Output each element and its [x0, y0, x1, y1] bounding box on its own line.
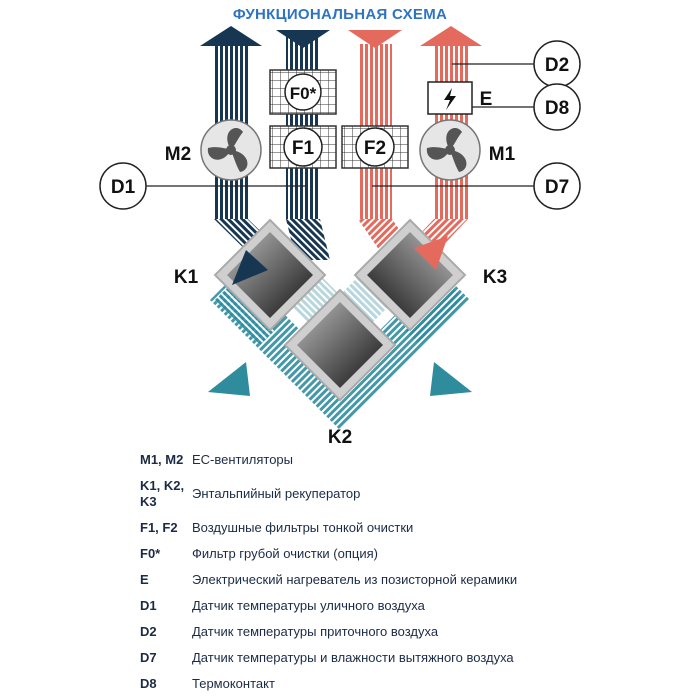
- legend-desc: Энтальпийный рекуператор: [192, 486, 361, 501]
- e-label: E: [480, 89, 493, 110]
- teal-arrow-right-icon: [430, 362, 472, 396]
- legend-desc: Термоконтакт: [192, 676, 275, 691]
- d2-label: D2: [545, 55, 569, 76]
- legend-row: D7 Датчик температуры и влажности вытяжно…: [140, 650, 680, 676]
- functional-diagram: ФУНКЦИОНАЛЬНАЯ СХЕМА: [99, 6, 581, 448]
- sensor-d1: D1: [99, 162, 147, 210]
- legend-desc: ЕС-вентиляторы: [192, 452, 294, 467]
- k3-arrow-icon: [414, 236, 448, 270]
- d8-label: D8: [545, 98, 569, 119]
- fan-m2: [200, 119, 262, 181]
- fan-icon: [426, 128, 467, 172]
- f2-label: F2: [364, 138, 386, 159]
- legend-code: F1, F2: [140, 520, 178, 535]
- legend-code: E: [140, 572, 149, 587]
- legend-row: D2 Датчик температуры приточного воздуха: [140, 624, 680, 650]
- legend-desc: Датчик температуры и влажности вытяжного…: [192, 650, 514, 665]
- sensor-d2: D2: [533, 40, 581, 88]
- sensor-d7: D7: [533, 162, 581, 210]
- legend-desc: Электрический нагреватель из позисторной…: [192, 572, 518, 587]
- legend-desc: Датчик температуры приточного воздуха: [192, 624, 439, 639]
- legend-code: D8: [140, 676, 157, 691]
- legend-code: D1: [140, 598, 157, 613]
- heat-exchanger-k3: [353, 218, 467, 332]
- heat-exchanger-k1: [213, 218, 327, 332]
- k1-label: K1: [174, 267, 199, 288]
- legend-row: F1, F2 Воздушные фильтры тонкой очистки: [140, 520, 680, 546]
- k3-label: K3: [483, 267, 507, 288]
- heater-e: [427, 81, 473, 115]
- legend-row: D8 Термоконтакт: [140, 676, 680, 700]
- heat-exchanger-k2: [283, 288, 397, 402]
- fan-icon: [207, 128, 248, 172]
- m2-label: M2: [165, 144, 191, 165]
- legend-code: F0*: [140, 546, 161, 561]
- heater-bolt-icon: [444, 88, 456, 110]
- f0-label: F0*: [290, 84, 317, 103]
- diagram-title: ФУНКЦИОНАЛЬНАЯ СХЕМА: [233, 6, 447, 23]
- legend-row: F0* Фильтр грубой очистки (опция): [140, 546, 680, 572]
- legend-code: D2: [140, 624, 157, 639]
- legend-code: K1, K2, K3: [140, 478, 185, 509]
- f1-label: F1: [292, 138, 315, 159]
- legend-desc: Воздушные фильтры тонкой очистки: [192, 520, 414, 535]
- sensor-lines: [146, 63, 534, 187]
- sensor-d8: D8: [533, 83, 581, 131]
- legend-desc: Фильтр грубой очистки (опция): [192, 546, 378, 561]
- filter-f2: F2: [341, 125, 409, 169]
- legend-code: M1, M2: [140, 452, 184, 467]
- m1-label: M1: [489, 144, 516, 165]
- legend-row: E Электрический нагреватель из позисторно…: [140, 572, 680, 598]
- fan-m1: [419, 119, 481, 181]
- k2-label: K2: [328, 427, 352, 448]
- legend-row: K1, K2, K3 Энтальпийный рекуператор: [140, 478, 680, 520]
- filter-f0: F0*: [269, 69, 337, 115]
- teal-arrow-left-icon: [208, 362, 250, 396]
- legend: M1, M2 ЕС-вентиляторы K1, K2, K3 Энтальпий…: [140, 452, 680, 700]
- d7-label: D7: [545, 177, 569, 198]
- legend-desc: Датчик температуры уличного воздуха: [192, 598, 425, 613]
- legend-code: D7: [140, 650, 157, 665]
- d1-label: D1: [111, 177, 136, 198]
- legend-row: M1, M2 ЕС-вентиляторы: [140, 452, 680, 478]
- filter-f1: F1: [269, 125, 337, 169]
- k1-arrow-icon: [232, 250, 268, 285]
- legend-row: D1 Датчик температуры уличного воздуха: [140, 598, 680, 624]
